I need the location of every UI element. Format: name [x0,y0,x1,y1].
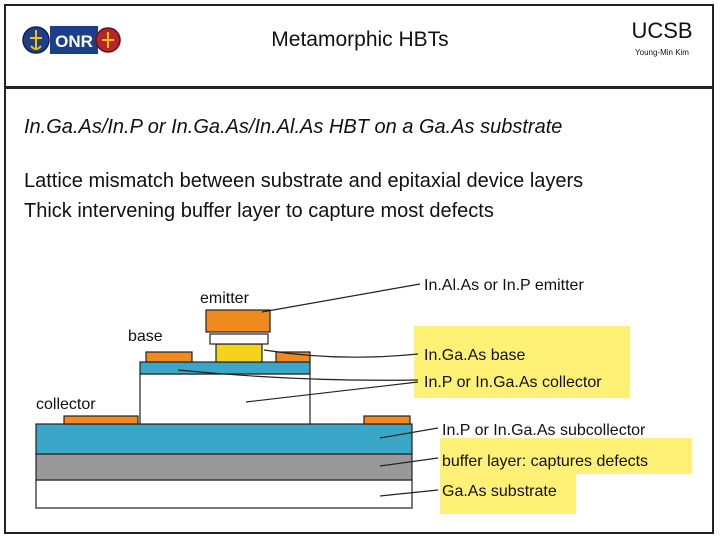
layer-base [215,343,263,363]
layer-substrate [35,479,413,509]
leader-collector-layer [177,369,419,381]
label-base-layer: In.Ga.As base [424,347,525,364]
base-contact-right [275,351,311,363]
label-base: base [128,328,163,345]
slide-heading: In.Ga.As/In.P or In.Ga.As/In.Al.As HBT o… [24,116,563,138]
org-name: UCSB [631,18,693,43]
label-emitter: emitter [200,290,250,307]
collector-contact-right [363,415,411,425]
label-subcollector-layer: In.P or In.Ga.As subcollector [442,422,646,439]
bullet-buffer-layer: Thick intervening buffer layer to captur… [24,200,494,222]
leader-collector [245,381,419,403]
layer-collector-top [139,361,311,375]
onr-logo-icon: ONR [22,26,121,54]
label-collector-layer: In.P or In.Ga.As collector [424,374,602,391]
leader-emitter [261,283,421,313]
leader-subcollector [379,427,439,439]
author-name: Young-Min Kim [635,48,689,57]
label-substrate-layer: Ga.As substrate [442,483,557,500]
highlight-buffer [440,438,692,474]
emitter-contact [205,309,271,333]
leader-substrate [379,489,439,497]
highlight-base-collector [414,326,630,398]
leader-base [263,349,419,358]
label-collector: collector [36,396,96,413]
layer-collector [139,373,311,425]
slide-frame [4,4,714,534]
header-divider [4,86,714,89]
label-buffer-layer: buffer layer: captures defects [442,453,648,470]
label-emitter-layer: In.Al.As or In.P emitter [424,277,584,294]
slide-title: Metamorphic HBTs [271,28,449,51]
base-contact-left [145,351,193,363]
layer-buffer [35,453,413,481]
highlight-substrate [440,474,576,514]
bullet-lattice-mismatch: Lattice mismatch between substrate and e… [24,170,584,192]
layer-emitter-cap [209,333,269,345]
leader-buffer [379,457,439,467]
layer-subcollector [35,423,413,455]
logo-text: ONR [55,32,93,51]
collector-contact-left [63,415,139,425]
